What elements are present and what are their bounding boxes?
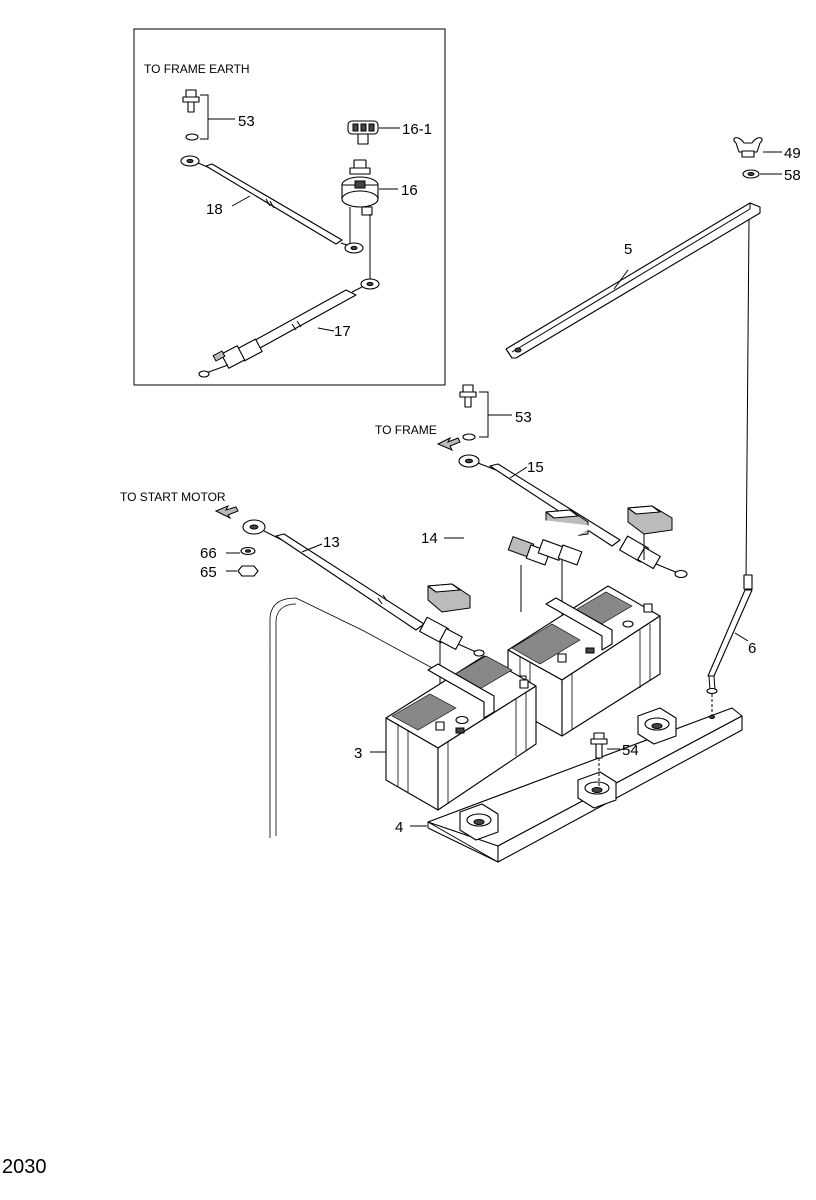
terminal-cover-left [427,583,471,613]
callout-13: 13 [323,534,340,551]
callout-53-inset: 53 [238,113,255,130]
key-switch-16 [341,159,398,280]
callout-5: 5 [624,241,632,258]
callout-54: 54 [622,742,639,759]
note-to-start-motor: TO START MOTOR [120,490,226,504]
nut-65 [226,565,259,577]
note-to-frame: TO FRAME [375,423,437,437]
cable-17 [198,278,380,378]
bolt-washer-53-inset [182,89,235,141]
callout-53: 53 [515,409,532,426]
callout-14: 14 [421,530,438,547]
wing-nut-49 [733,137,782,158]
callout-16: 16 [401,182,418,199]
callout-49: 49 [784,145,801,162]
callout-18: 18 [206,201,223,218]
callout-6: 6 [748,640,756,657]
callout-15: 15 [527,459,544,476]
inset-frame-earth: TO FRAME EARTH 53 18 [133,28,446,386]
bolt-washer-53 [459,384,512,441]
rod-6 [706,219,753,716]
washer-58 [742,169,782,179]
tray-cup-rear [637,707,677,745]
machine-frame-outline [269,597,437,838]
callout-17: 17 [334,323,351,340]
arrow-to-start-motor [214,505,239,520]
bracket-5 [505,202,761,359]
cable-13 [242,519,485,720]
key-16-1 [347,120,400,145]
battery-tray-4 [410,707,743,863]
callout-65: 65 [200,564,217,581]
terminal-cover-upper-right [627,505,673,560]
callout-4: 4 [395,819,403,836]
tray-cup-front [459,803,499,841]
page-number: 2030 [2,1156,47,1178]
cable-14 [444,515,591,648]
callout-16-1: 16-1 [402,121,432,138]
callout-66: 66 [200,545,217,562]
tray-cup-middle [577,771,617,809]
arrow-to-frame [436,436,461,451]
battery-front-3 [370,655,537,811]
washer-66 [226,546,256,556]
note-to-frame-earth: TO FRAME EARTH [144,62,250,76]
cable-18 [180,155,364,254]
callout-58: 58 [784,167,801,184]
callout-3: 3 [354,745,362,762]
bolt-54 [590,732,620,786]
